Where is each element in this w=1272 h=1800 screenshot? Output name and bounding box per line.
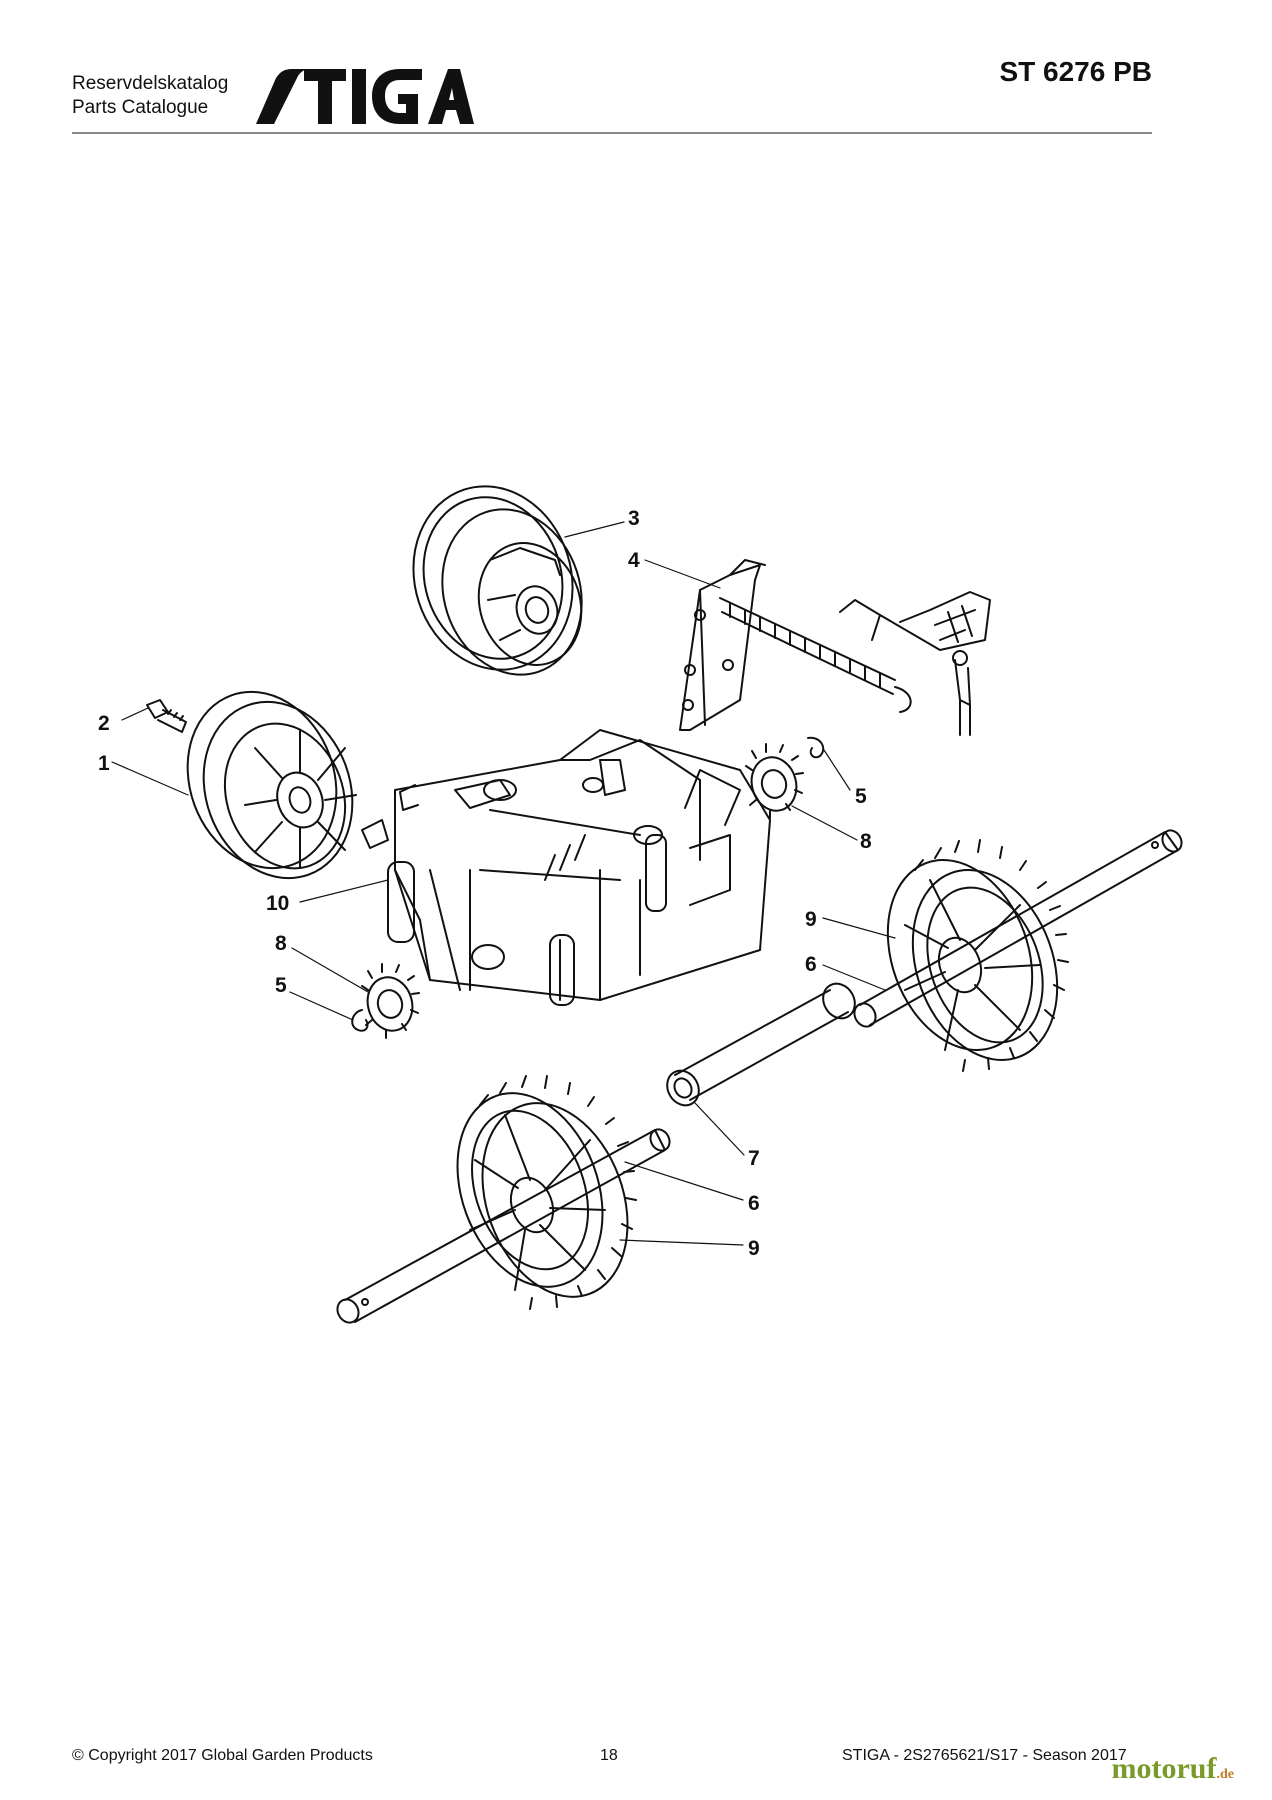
footer-page-number: 18 [600,1747,618,1764]
callout-7: 7 [748,1147,760,1170]
callout-8-lower: 8 [275,932,287,955]
footer-copyright: © Copyright 2017 Global Garden Products [72,1747,373,1764]
part-6-axle-upper [853,829,1183,1028]
part-9-gear-upper [886,839,1069,1072]
part-7-tube [666,982,856,1107]
catalog-labels: Reservdelskatalog Parts Catalogue [72,72,228,120]
callout-5-upper: 5 [855,785,867,808]
part-2-bolt [146,699,187,733]
part-5-clip-upper [807,736,825,759]
header-rule [72,132,1152,134]
part-6-axle-lower [336,1128,671,1324]
watermark-main: motoruf [1111,1752,1217,1785]
stiga-logo [256,69,474,124]
callout-8-upper: 8 [860,830,872,853]
watermark-suffix: .de [1216,1767,1235,1782]
catalog-title-sv: Reservdelskatalog [72,73,229,94]
model-number: ST 6276 PB [999,56,1152,87]
motoruf-watermark: motoruf.de [1112,1752,1234,1786]
callout-2: 2 [98,712,110,735]
part-8-pinion-lower [361,963,420,1039]
callout-4: 4 [628,549,640,572]
callout-9-upper: 9 [805,908,817,931]
callout-5-lower: 5 [275,974,287,997]
leader-lines [111,521,896,1246]
footer-doc-ref: STIGA - 2S2765621/S17 - Season 2017 [842,1747,1127,1764]
part-4-tension-arm [679,559,991,736]
callout-6-upper: 6 [805,953,817,976]
catalog-title-en: Parts Catalogue [72,97,209,118]
callout-3: 3 [628,507,640,530]
callout-10: 10 [266,892,289,915]
part-8-pinion-upper [745,743,804,819]
part-3-pulley [412,485,583,676]
callout-9-lower: 9 [748,1237,760,1260]
callout-6-lower: 6 [748,1192,760,1215]
part-5-clip-lower [351,1009,369,1032]
callout-1: 1 [98,752,110,775]
part-9-gear-lower [456,1075,637,1310]
part-10-gearbox [361,729,771,1006]
part-1-pulley [186,690,357,880]
